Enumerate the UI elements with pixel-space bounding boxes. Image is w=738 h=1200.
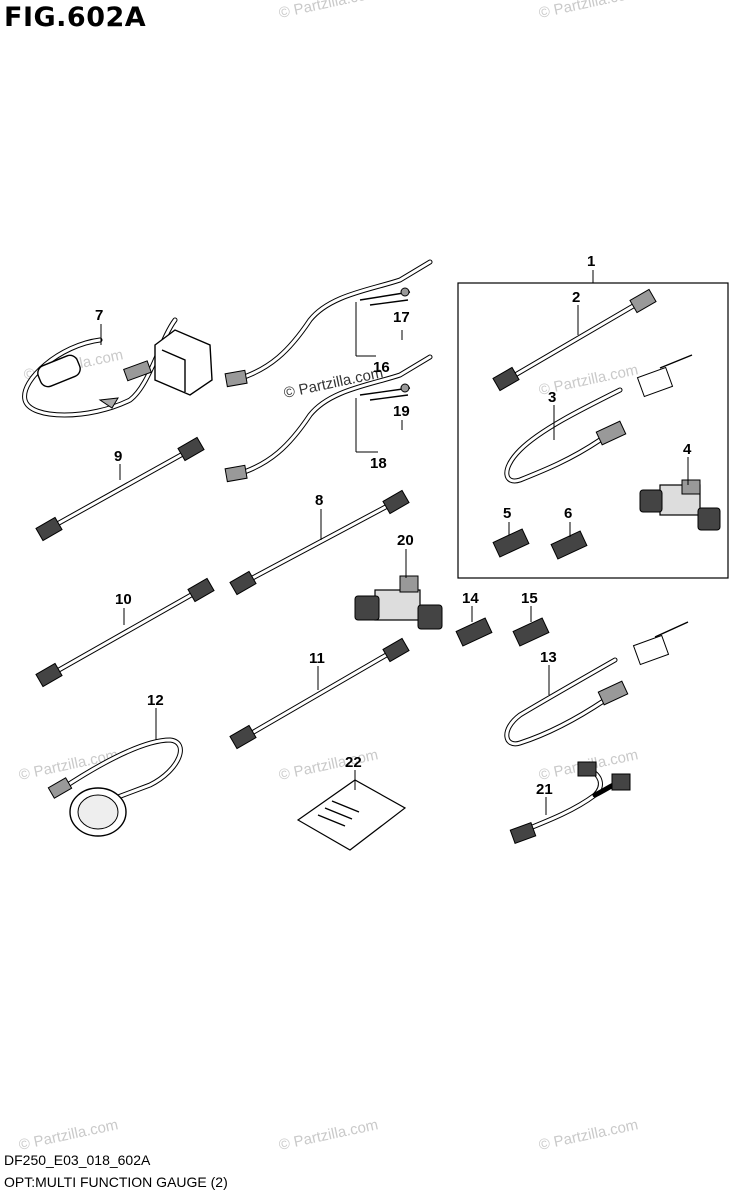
part-21-drawing <box>509 761 631 844</box>
callout-13: 13 <box>540 649 557 666</box>
watermark-text: © Partzilla.com <box>277 0 379 22</box>
callout-21: 21 <box>536 781 553 798</box>
callout-7: 7 <box>95 307 103 324</box>
part-4-drawing <box>639 479 721 531</box>
part-5-drawing <box>492 528 530 558</box>
part-12-drawing <box>47 737 183 837</box>
callout-17: 17 <box>393 309 410 326</box>
watermark-text: © Partzilla.com <box>537 0 639 22</box>
callout-8: 8 <box>315 492 323 509</box>
part-3-drawing <box>504 354 693 484</box>
part-15-drawing <box>512 617 550 647</box>
watermark-text: © Partzilla.com <box>277 746 379 784</box>
part-18-19-drawing <box>224 354 433 483</box>
callout-11: 11 <box>309 650 325 667</box>
callout-12: 12 <box>147 692 164 709</box>
callout-20: 20 <box>397 532 414 549</box>
part-6-drawing <box>550 530 588 560</box>
watermarks: © Partzilla.com © Partzilla.com © Partzi… <box>17 0 639 1154</box>
callout-18: 18 <box>370 455 387 472</box>
figure-code: DF250_E03_018_602A <box>4 1152 151 1168</box>
callout-3: 3 <box>548 389 556 406</box>
callout-15: 15 <box>521 590 538 607</box>
callouts: 1 2 3 4 5 6 7 8 9 10 11 12 13 14 15 16 1… <box>95 253 692 798</box>
part-13-drawing <box>504 621 689 747</box>
part-9-drawing <box>35 436 205 542</box>
figure-title: FIG.602A <box>4 2 147 33</box>
part-7-drawing <box>22 317 213 418</box>
part-8-drawing <box>229 489 410 596</box>
callout-19: 19 <box>393 403 410 420</box>
part-16-17-drawing <box>224 259 433 388</box>
part-14-drawing <box>455 617 493 647</box>
callout-2: 2 <box>572 289 580 306</box>
callout-4: 4 <box>683 441 692 458</box>
leader-lines <box>100 270 689 815</box>
callout-1: 1 <box>587 253 595 270</box>
part-11-drawing <box>229 637 410 750</box>
part-10-drawing <box>35 577 215 688</box>
figure-description: OPT:MULTI FUNCTION GAUGE (2) <box>4 1174 228 1190</box>
watermark-text: © Partzilla.com <box>277 1116 379 1154</box>
part-2-drawing <box>492 288 657 392</box>
part-22-drawing <box>296 779 407 851</box>
callout-5: 5 <box>503 505 511 522</box>
watermark-text: © Partzilla.com <box>17 1116 119 1154</box>
watermark-text: © Partzilla.com <box>537 1116 639 1154</box>
callout-9: 9 <box>114 448 122 465</box>
callout-16: 16 <box>373 359 390 376</box>
callout-10: 10 <box>115 591 132 608</box>
callout-6: 6 <box>564 505 572 522</box>
callout-14: 14 <box>462 590 479 607</box>
part-20-drawing <box>354 575 443 630</box>
callout-22: 22 <box>345 754 362 771</box>
